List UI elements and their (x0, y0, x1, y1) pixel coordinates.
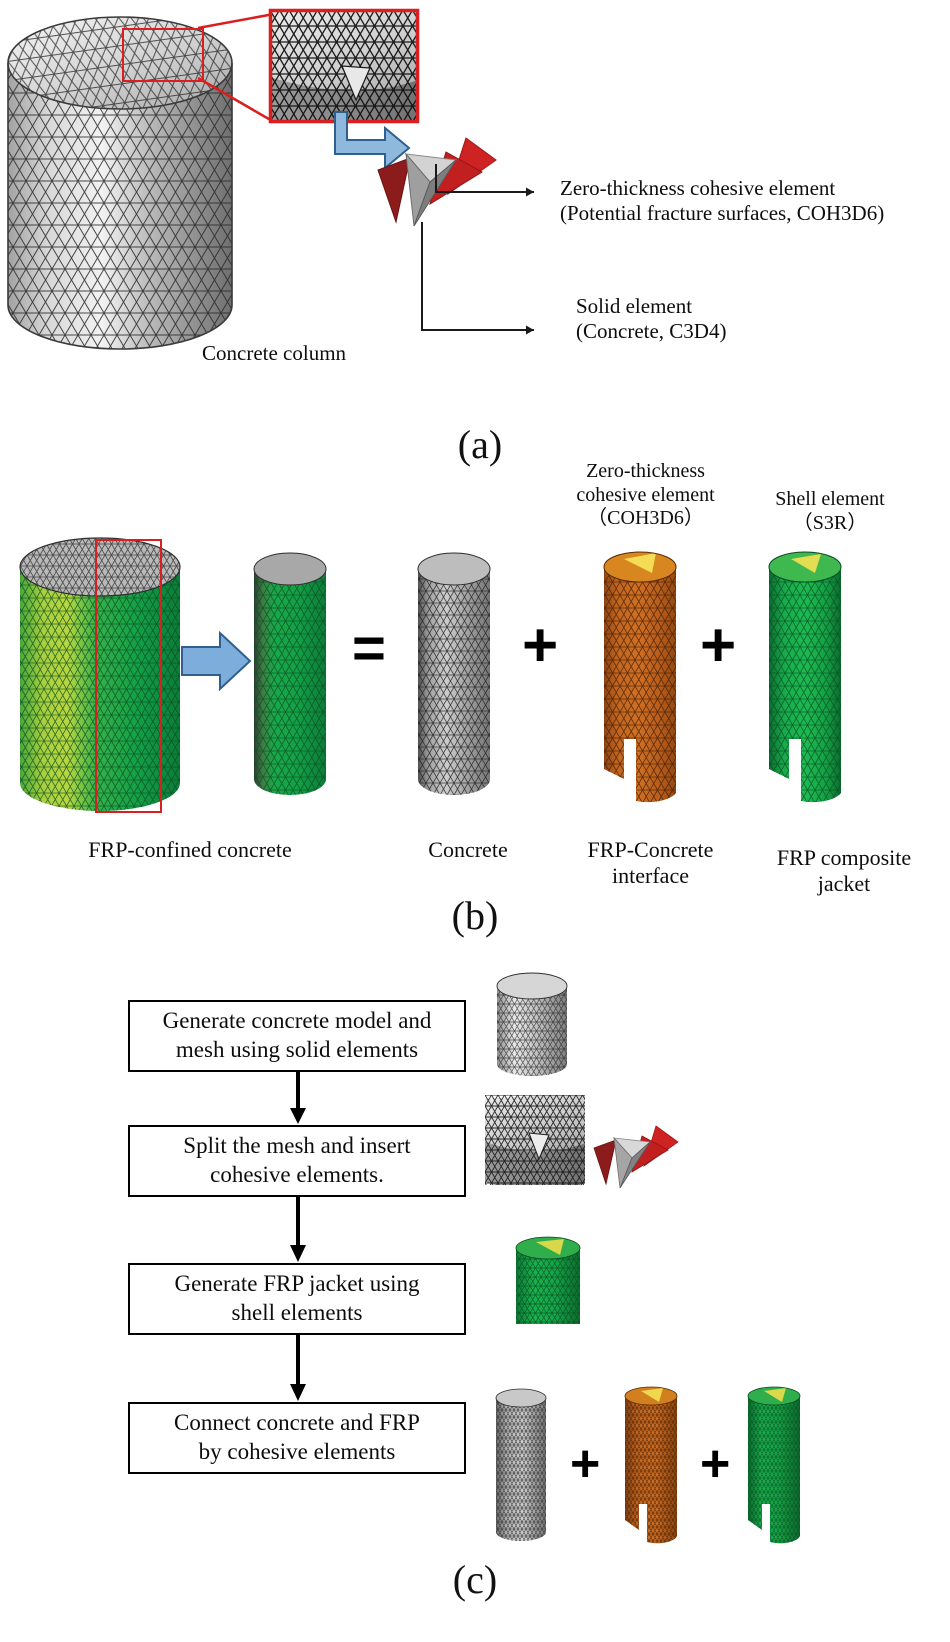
flow-step-3-line2: shell elements (231, 1300, 363, 1325)
panel-c-letter: (c) (452, 1557, 498, 1602)
thumb-assembly-jacket (747, 1386, 801, 1544)
cohesive-label-line2: cohesive element (576, 483, 715, 506)
panel-b-blue-arrow (181, 630, 252, 692)
frp-concrete-interface-model (603, 551, 677, 803)
panel-b-selection-rect (95, 539, 162, 813)
flow-step-2-line1: Split the mesh and insert (183, 1133, 411, 1159)
flow-step-3: Generate FRP jacket using shell elements (128, 1263, 466, 1335)
solid-element-callout: Solid element (Concrete, C3D4) (576, 294, 946, 344)
jacket-label-line2: jacket (817, 870, 871, 896)
mesh-inset-zoom (268, 8, 420, 124)
extraction-arrow-blue (334, 111, 411, 171)
cohesive-label-code: （COH3D6） (587, 507, 704, 530)
callout-lines-panel-a (421, 164, 534, 335)
frp-confined-slice-model (253, 552, 327, 795)
thumb-exploded-wedges (593, 1125, 679, 1189)
thumb-split-mesh (485, 1095, 585, 1185)
flow-step-1: Generate concrete model and mesh using s… (128, 1000, 466, 1072)
flow-arrow-1 (290, 1072, 306, 1124)
panel-b-letter: (b) (451, 893, 499, 938)
frp-jacket-model (768, 551, 842, 803)
shell-label-code: （S3R） (792, 511, 868, 534)
solid-callout-line2: (Concrete, C3D4) (576, 318, 727, 343)
panel-a-letter: (a) (457, 422, 503, 467)
flow-step-4-line2: by cohesive elements (198, 1439, 396, 1464)
plus-operator-1: + (522, 611, 559, 680)
thumb-concrete-column (496, 972, 568, 1076)
panel-b: Zero-thickness cohesive element （COH3D6）… (0, 455, 950, 938)
concrete-label: Concrete (428, 837, 508, 862)
flow-step-2: Split the mesh and insert cohesive eleme… (128, 1125, 466, 1197)
panel-a: Zero-thickness cohesive element (Potenti… (0, 0, 950, 480)
interface-label-line1: FRP-Concrete (587, 837, 714, 862)
flow-arrow-3 (290, 1335, 306, 1401)
flow-step-4-line1: Connect concrete and FRP (174, 1410, 420, 1436)
zoom-leader-lines (197, 12, 275, 124)
panel-c: Generate concrete model and mesh using s… (0, 960, 950, 1642)
shell-label-line1: Shell element (775, 488, 885, 510)
shell-element-label-b: Shell element （S3R） (740, 488, 920, 535)
flow-step-1-line2: mesh using solid elements (175, 1037, 419, 1062)
frp-concrete-interface-label: FRP-Concrete interface (558, 837, 743, 889)
cohesive-element-label-b: Zero-thickness cohesive element （COH3D6） (548, 460, 743, 531)
cohesive-element-callout: Zero-thickness cohesive element (Potenti… (560, 176, 950, 226)
concrete-column-label: Concrete column (202, 341, 347, 365)
concrete-column-mesh (7, 16, 233, 350)
interface-label-line2: interface (612, 862, 689, 888)
thumb-assembly-concrete (495, 1388, 547, 1541)
plus-operator-2: + (700, 611, 737, 680)
zoom-selection-rect (122, 28, 204, 82)
flow-step-3-line1: Generate FRP jacket using (174, 1271, 420, 1297)
concrete-slice-model (417, 552, 491, 795)
assembly-plus-2: + (700, 1435, 731, 1493)
flow-arrow-2 (290, 1197, 306, 1262)
cohesive-callout-line1: Zero-thickness cohesive element (560, 176, 836, 200)
thumb-assembly-interface (624, 1386, 678, 1544)
frp-jacket-label: FRP composite jacket (744, 845, 944, 897)
solid-callout-line1: Solid element (576, 294, 693, 318)
assembly-plus-1: + (570, 1435, 601, 1493)
equals-operator: = (352, 616, 386, 681)
cohesive-label-line1: Zero-thickness (586, 460, 705, 482)
flow-step-1-line1: Generate concrete model and (162, 1008, 432, 1034)
flow-step-2-line2: cohesive elements. (210, 1162, 384, 1187)
frp-confined-concrete-label: FRP-confined concrete (88, 837, 292, 862)
flow-step-4: Connect concrete and FRP by cohesive ele… (128, 1402, 466, 1474)
frp-confined-column-model (19, 537, 181, 811)
thumb-frp-jacket (515, 1236, 581, 1324)
jacket-label-line1: FRP composite (776, 845, 912, 870)
cohesive-callout-line2: (Potential fracture surfaces, COH3D6) (560, 200, 885, 225)
